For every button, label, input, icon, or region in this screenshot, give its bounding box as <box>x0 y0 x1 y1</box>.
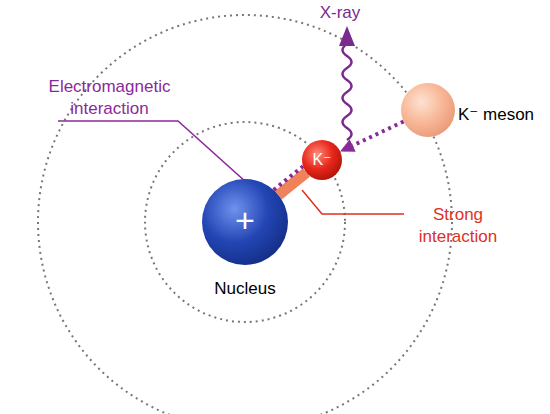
radiation-label: X-ray <box>305 2 375 24</box>
sphere-fill <box>401 83 455 137</box>
interaction-label: Electromagnetic interaction <box>32 76 187 120</box>
transition-arrow <box>340 122 403 152</box>
charge-sign: + <box>235 203 255 237</box>
sphere-fill <box>302 140 342 180</box>
sphere-fill <box>202 179 288 265</box>
kaon-sphere: K⁻ <box>302 140 342 180</box>
x-ray-arrowhead <box>339 26 355 46</box>
interaction-label: Strong interaction <box>408 204 508 248</box>
node-caption: Nucleus <box>214 279 275 299</box>
node-caption: K⁻ meson <box>458 104 534 125</box>
sphere-outline <box>401 83 455 137</box>
x-ray-wave <box>343 44 352 140</box>
nucleus-sphere: +Nucleus <box>202 179 288 265</box>
meson-sphere: K⁻ meson <box>401 83 455 137</box>
leader-line <box>302 190 404 214</box>
inner-orbit <box>145 122 345 322</box>
particle-label: K⁻ <box>312 152 331 168</box>
outer-orbit <box>38 15 452 414</box>
electromagnetic-line <box>274 166 303 190</box>
